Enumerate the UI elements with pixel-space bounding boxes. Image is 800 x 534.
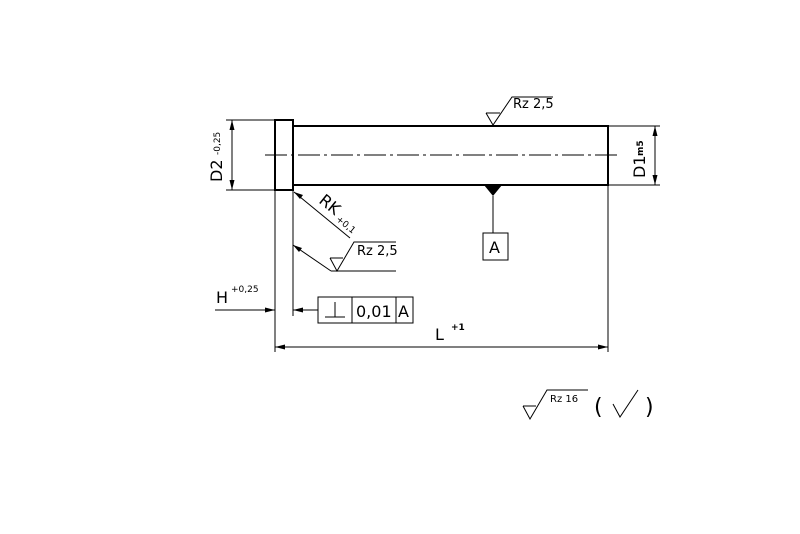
h-label: H: [216, 288, 228, 307]
general-roughness-note: Rz 16 ( ): [522, 389, 654, 421]
datum-a-label: A: [489, 238, 500, 257]
close-paren: ): [645, 395, 654, 420]
tolerance-datum: A: [398, 302, 409, 321]
h-dimension: H +0,25: [215, 190, 318, 352]
datum-a-marker: A: [482, 185, 509, 261]
general-roughness-label: Rz 16: [550, 394, 578, 405]
radius-tolerance: +0,1: [334, 215, 357, 237]
roughness-radius-label: Rz 2,5: [357, 244, 398, 259]
tolerance-value: 0,01: [356, 302, 392, 321]
d2-label: D2: [207, 160, 226, 183]
l-tolerance: +1: [451, 323, 465, 333]
d2-dimension: D2 -0,25: [207, 119, 275, 191]
check-roughness-icon: [612, 389, 639, 418]
open-paren: (: [594, 395, 603, 420]
l-dimension: L +1: [275, 185, 609, 352]
tolerance-frame: 0,01 A: [317, 296, 414, 324]
h-tolerance: +0,25: [231, 285, 259, 295]
roughness-symbol-shaft: Rz 2,5: [485, 96, 554, 126]
d1-label: D1: [630, 156, 649, 179]
perpendicularity-icon: [325, 302, 345, 318]
roughness-symbol-radius: Rz 2,5: [292, 241, 398, 273]
d2-tolerance: -0,25: [213, 132, 223, 155]
l-label: L: [435, 325, 444, 344]
d1-tolerance: m5: [636, 140, 646, 156]
radius-dimension: RK +0,1: [293, 190, 357, 239]
roughness-shaft-label: Rz 2,5: [513, 97, 554, 112]
d1-dimension: D1 m5: [608, 125, 660, 186]
